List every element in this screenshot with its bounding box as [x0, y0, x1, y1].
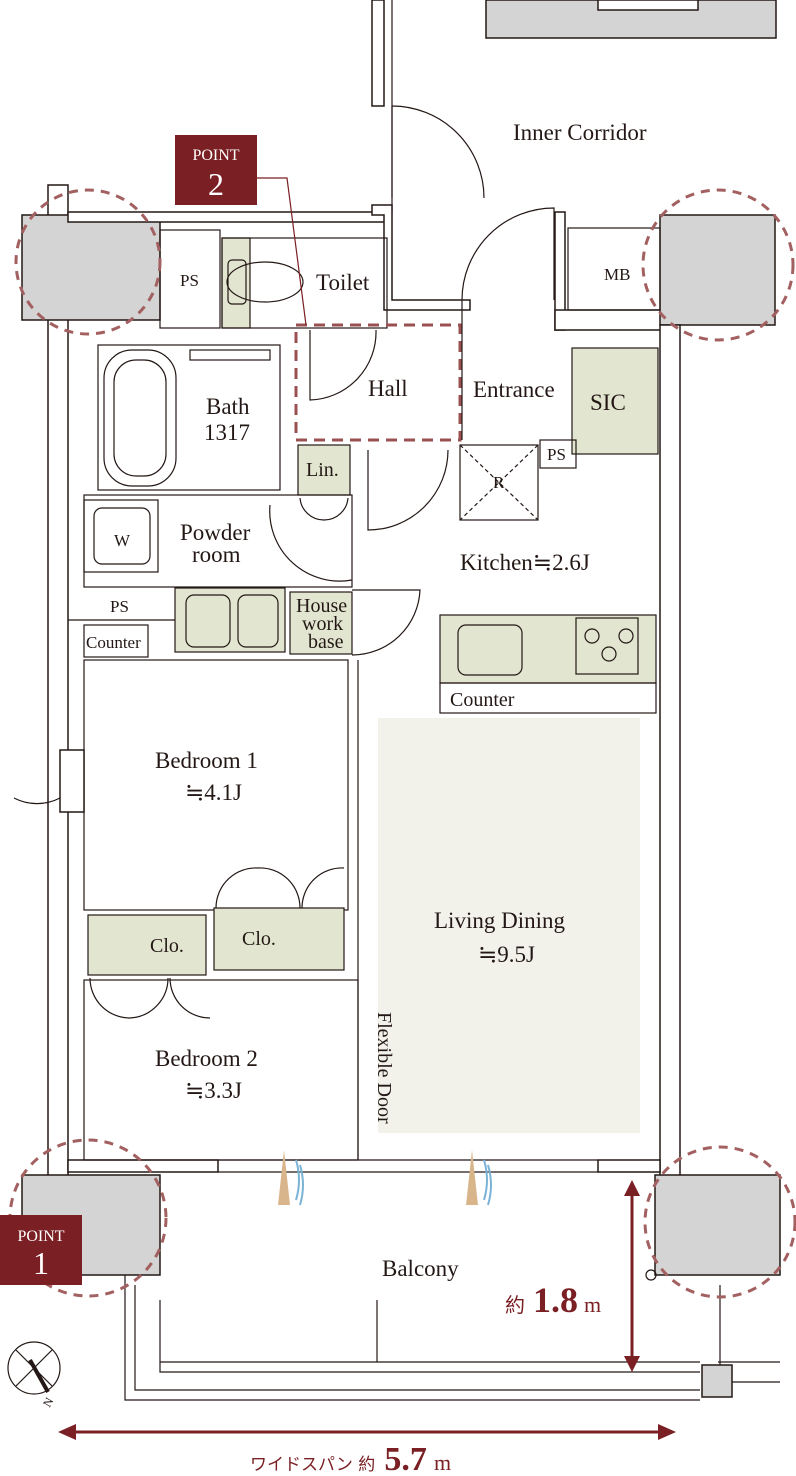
entrance-label: Entrance: [473, 377, 555, 402]
point2-number: 2: [208, 166, 224, 202]
compass-icon: [7, 1341, 61, 1395]
powder-label-line2: room: [192, 542, 241, 567]
balcony-depth-arrow: [624, 1180, 640, 1372]
bedroom2-size: ≒3.3J: [185, 1078, 242, 1103]
balcony-outline: [124, 1269, 780, 1401]
wide-span-prefix: ワイドスパン 約: [250, 1455, 375, 1475]
closets: [87, 867, 345, 1019]
sic-label: SIC: [590, 390, 626, 415]
marker-circle-bottom-right: [643, 1145, 796, 1299]
counter-kitchen-label: Counter: [450, 689, 515, 711]
corridor-structure: [371, 0, 777, 212]
marker-circle-top-left: [14, 188, 162, 336]
bedroom1-size: ≒4.1J: [185, 780, 242, 805]
refrigerator-label: R: [493, 473, 505, 492]
bedroom2: [83, 979, 359, 1161]
compass-north: N: [40, 1395, 57, 1410]
point2-leader: [257, 177, 307, 326]
housework-label-line2: work: [302, 613, 343, 635]
ps-kitchen-box: [539, 439, 577, 469]
powder-room: [83, 449, 449, 588]
housework-label-line3: base: [308, 631, 344, 653]
sic-closet: [571, 347, 659, 455]
refrigerator: [459, 444, 539, 521]
airflow-icon: [278, 1150, 492, 1206]
point1-badge: [0, 1215, 82, 1285]
balcony-label: Balcony: [382, 1256, 459, 1281]
balcony-depth-label: 約 1.8 m: [505, 1280, 601, 1320]
point2-badge: [175, 135, 257, 205]
powder-label-line1: Powder: [180, 520, 251, 545]
wide-span-label: ワイドスパン 約 5.7 m: [250, 1441, 451, 1476]
linen-closet: [297, 444, 351, 496]
hall-label: Hall: [368, 376, 408, 401]
flexible-door-label: Flexible Door: [373, 1012, 395, 1124]
toilet-label: Toilet: [316, 270, 370, 295]
living-floor: [378, 718, 640, 1133]
kitchen-counter: [439, 614, 657, 714]
mb-label: MB: [604, 265, 630, 284]
ps-mid-label: PS: [110, 597, 129, 616]
ps-kitchen-label: PS: [547, 445, 566, 464]
entrance-door: [461, 207, 555, 301]
living-label: Living Dining: [434, 908, 565, 933]
point1-number: 1: [33, 1245, 49, 1281]
bath-room: [97, 344, 281, 491]
clo2-label: Clo.: [242, 928, 276, 950]
marker-circle-top-right: [641, 188, 795, 342]
balcony-depth-unit: m: [584, 1292, 601, 1317]
counter-left-label: Counter: [86, 633, 141, 652]
lin-label: Lin.: [306, 459, 339, 481]
point2-word: POINT: [192, 147, 239, 164]
balcony-depth-prefix: 約: [505, 1294, 525, 1317]
counter-left: [83, 624, 149, 658]
mb-closet: [567, 227, 661, 311]
toilet-area: [159, 229, 388, 329]
bedroom1-label: Bedroom 1: [155, 748, 258, 773]
inner-corridor-label: Inner Corridor: [513, 120, 647, 145]
ps-top-label: PS: [180, 271, 199, 290]
point1-word: POINT: [17, 1228, 64, 1245]
bath-label-line1: Bath: [206, 394, 250, 419]
wide-span-unit: m: [434, 1450, 451, 1475]
clo1-label: Clo.: [150, 935, 184, 957]
housework-label-line1: House: [296, 595, 347, 617]
housework-base: [289, 591, 353, 655]
living-size: ≒9.5J: [478, 942, 535, 967]
kitchen-label: Kitchen≒2.6J: [460, 550, 590, 575]
washer-label: W: [114, 531, 131, 550]
balcony-depth-value: 1.8: [533, 1280, 578, 1320]
point2-highlight: [294, 323, 462, 442]
bedroom1-window: [59, 749, 85, 813]
wide-span-value: 5.7: [384, 1441, 427, 1476]
bedroom2-label: Bedroom 2: [155, 1046, 258, 1071]
wide-span-arrow: [58, 1424, 676, 1440]
bath-label-line2: 1317: [204, 420, 250, 445]
